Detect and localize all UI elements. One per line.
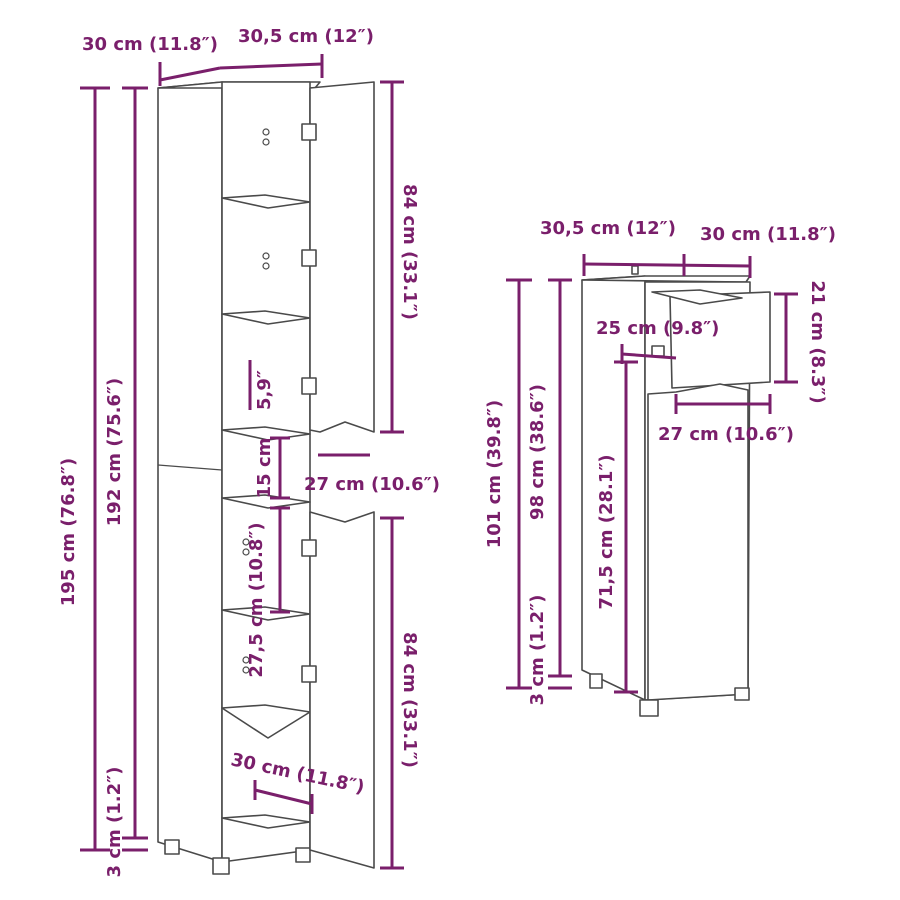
- small-leg-height-label: 3 cm (1.2″): [527, 595, 548, 706]
- tall-depth-label: 30 cm (11.8″): [82, 34, 218, 55]
- tall-handle-gap-label: 5,9″: [254, 370, 275, 410]
- small-depth-label: 30 cm (11.8″): [700, 224, 836, 245]
- small-drawer-width-label: 27 cm (10.6″): [658, 424, 794, 445]
- small-drawer-height-label: 21 cm (8.3″): [807, 280, 828, 403]
- tall-total-height-label: 195 cm (76.8″): [58, 458, 79, 606]
- tall-compartment-height-label: 27,5 cm (10.8″): [246, 522, 267, 677]
- tall-open-shelf-height-label: 15 cm: [254, 438, 275, 499]
- small-total-height-label: 101 cm (39.8″): [484, 400, 505, 548]
- tall-cabinet-drawing: [157, 81, 375, 875]
- tall-cabinet-dimension-lines: [80, 54, 404, 870]
- tall-top-door-height-label: 84 cm (33.1″): [399, 184, 420, 320]
- small-body-height-label: 98 cm (38.6″): [527, 384, 548, 520]
- small-cabinet-drawing: [581, 265, 771, 717]
- small-door-height-label: 71,5 cm (28.1″): [596, 454, 617, 609]
- small-cabinet-dimension-lines: [506, 254, 798, 694]
- tall-width-label: 30,5 cm (12″): [238, 26, 374, 47]
- small-width-label: 30,5 cm (12″): [540, 218, 676, 239]
- tall-bottom-door-height-label: 84 cm (33.1″): [399, 632, 420, 768]
- tall-open-shelf-width-label: 27 cm (10.6″): [304, 474, 440, 495]
- small-cabinet-labels: 30,5 cm (12″) 30 cm (11.8″) 21 cm (8.3″)…: [484, 218, 836, 705]
- tall-body-height-label: 192 cm (75.6″): [104, 378, 125, 526]
- small-drawer-depth-label: 25 cm (9.8″): [596, 318, 719, 339]
- tall-leg-height-label: 3 cm (1.2″): [104, 767, 125, 878]
